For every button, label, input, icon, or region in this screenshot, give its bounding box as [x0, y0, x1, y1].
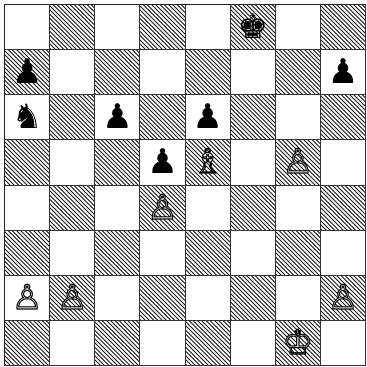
square-f1[interactable]	[231, 321, 276, 366]
square-d2[interactable]	[140, 276, 185, 321]
white-pawn-icon[interactable]: ♙	[147, 191, 177, 225]
square-d8[interactable]	[140, 5, 185, 50]
square-b1[interactable]	[50, 321, 95, 366]
square-c2[interactable]	[95, 276, 140, 321]
square-e7[interactable]	[186, 50, 231, 95]
square-d1[interactable]	[140, 321, 185, 366]
square-f5[interactable]	[231, 140, 276, 185]
square-g8[interactable]	[276, 5, 321, 50]
square-b6[interactable]	[50, 95, 95, 140]
square-e2[interactable]	[186, 276, 231, 321]
black-pawn-icon[interactable]: ♟	[192, 100, 222, 134]
square-h2[interactable]: ♙	[321, 276, 366, 321]
square-g2[interactable]	[276, 276, 321, 321]
square-d7[interactable]	[140, 50, 185, 95]
square-c6[interactable]: ♟	[95, 95, 140, 140]
square-b4[interactable]	[50, 186, 95, 231]
square-a2[interactable]: ♙	[5, 276, 50, 321]
square-g7[interactable]	[276, 50, 321, 95]
square-h1[interactable]	[321, 321, 366, 366]
black-pawn-icon[interactable]: ♟	[102, 100, 132, 134]
square-b5[interactable]	[50, 140, 95, 185]
square-h6[interactable]	[321, 95, 366, 140]
square-a4[interactable]	[5, 186, 50, 231]
square-e8[interactable]	[186, 5, 231, 50]
white-king-icon[interactable]: ♔	[283, 326, 313, 360]
square-a1[interactable]	[5, 321, 50, 366]
square-h8[interactable]	[321, 5, 366, 50]
white-pawn-icon[interactable]: ♙	[12, 281, 42, 315]
square-a8[interactable]	[5, 5, 50, 50]
square-f2[interactable]	[231, 276, 276, 321]
square-g6[interactable]	[276, 95, 321, 140]
square-g1[interactable]: ♔	[276, 321, 321, 366]
square-a6[interactable]: ♞	[5, 95, 50, 140]
black-king-icon[interactable]: ♚	[237, 10, 267, 44]
white-bishop-icon[interactable]: ♗	[192, 145, 222, 179]
square-e6[interactable]: ♟	[186, 95, 231, 140]
square-b2[interactable]: ♙	[50, 276, 95, 321]
square-b7[interactable]	[50, 50, 95, 95]
black-pawn-icon[interactable]: ♟	[12, 55, 42, 89]
square-c4[interactable]	[95, 186, 140, 231]
square-e1[interactable]	[186, 321, 231, 366]
square-d5[interactable]: ♟	[140, 140, 185, 185]
square-h5[interactable]	[321, 140, 366, 185]
square-b8[interactable]	[50, 5, 95, 50]
square-e5[interactable]: ♗	[186, 140, 231, 185]
square-f3[interactable]	[231, 231, 276, 276]
square-g4[interactable]	[276, 186, 321, 231]
square-f6[interactable]	[231, 95, 276, 140]
square-c5[interactable]	[95, 140, 140, 185]
square-f4[interactable]	[231, 186, 276, 231]
black-knight-icon[interactable]: ♞	[12, 100, 42, 134]
square-g5[interactable]: ♙	[276, 140, 321, 185]
square-c3[interactable]	[95, 231, 140, 276]
chess-board: ♚ ♟ ♟ ♞ ♟ ♟ ♟ ♗ ♙ ♙ ♙ ♙ ♙ ♔	[4, 4, 366, 366]
white-pawn-icon[interactable]: ♙	[328, 281, 358, 315]
square-h4[interactable]	[321, 186, 366, 231]
black-pawn-icon[interactable]: ♟	[328, 55, 358, 89]
square-c8[interactable]	[95, 5, 140, 50]
square-a5[interactable]	[5, 140, 50, 185]
square-e3[interactable]	[186, 231, 231, 276]
square-f8[interactable]: ♚	[231, 5, 276, 50]
square-h3[interactable]	[321, 231, 366, 276]
white-pawn-icon[interactable]: ♙	[283, 145, 313, 179]
square-d3[interactable]	[140, 231, 185, 276]
square-g3[interactable]	[276, 231, 321, 276]
black-pawn-icon[interactable]: ♟	[147, 145, 177, 179]
square-c1[interactable]	[95, 321, 140, 366]
square-a7[interactable]: ♟	[5, 50, 50, 95]
square-e4[interactable]	[186, 186, 231, 231]
square-f7[interactable]	[231, 50, 276, 95]
square-h7[interactable]: ♟	[321, 50, 366, 95]
square-b3[interactable]	[50, 231, 95, 276]
square-d4[interactable]: ♙	[140, 186, 185, 231]
square-c7[interactable]	[95, 50, 140, 95]
square-d6[interactable]	[140, 95, 185, 140]
white-pawn-icon[interactable]: ♙	[57, 281, 87, 315]
square-a3[interactable]	[5, 231, 50, 276]
